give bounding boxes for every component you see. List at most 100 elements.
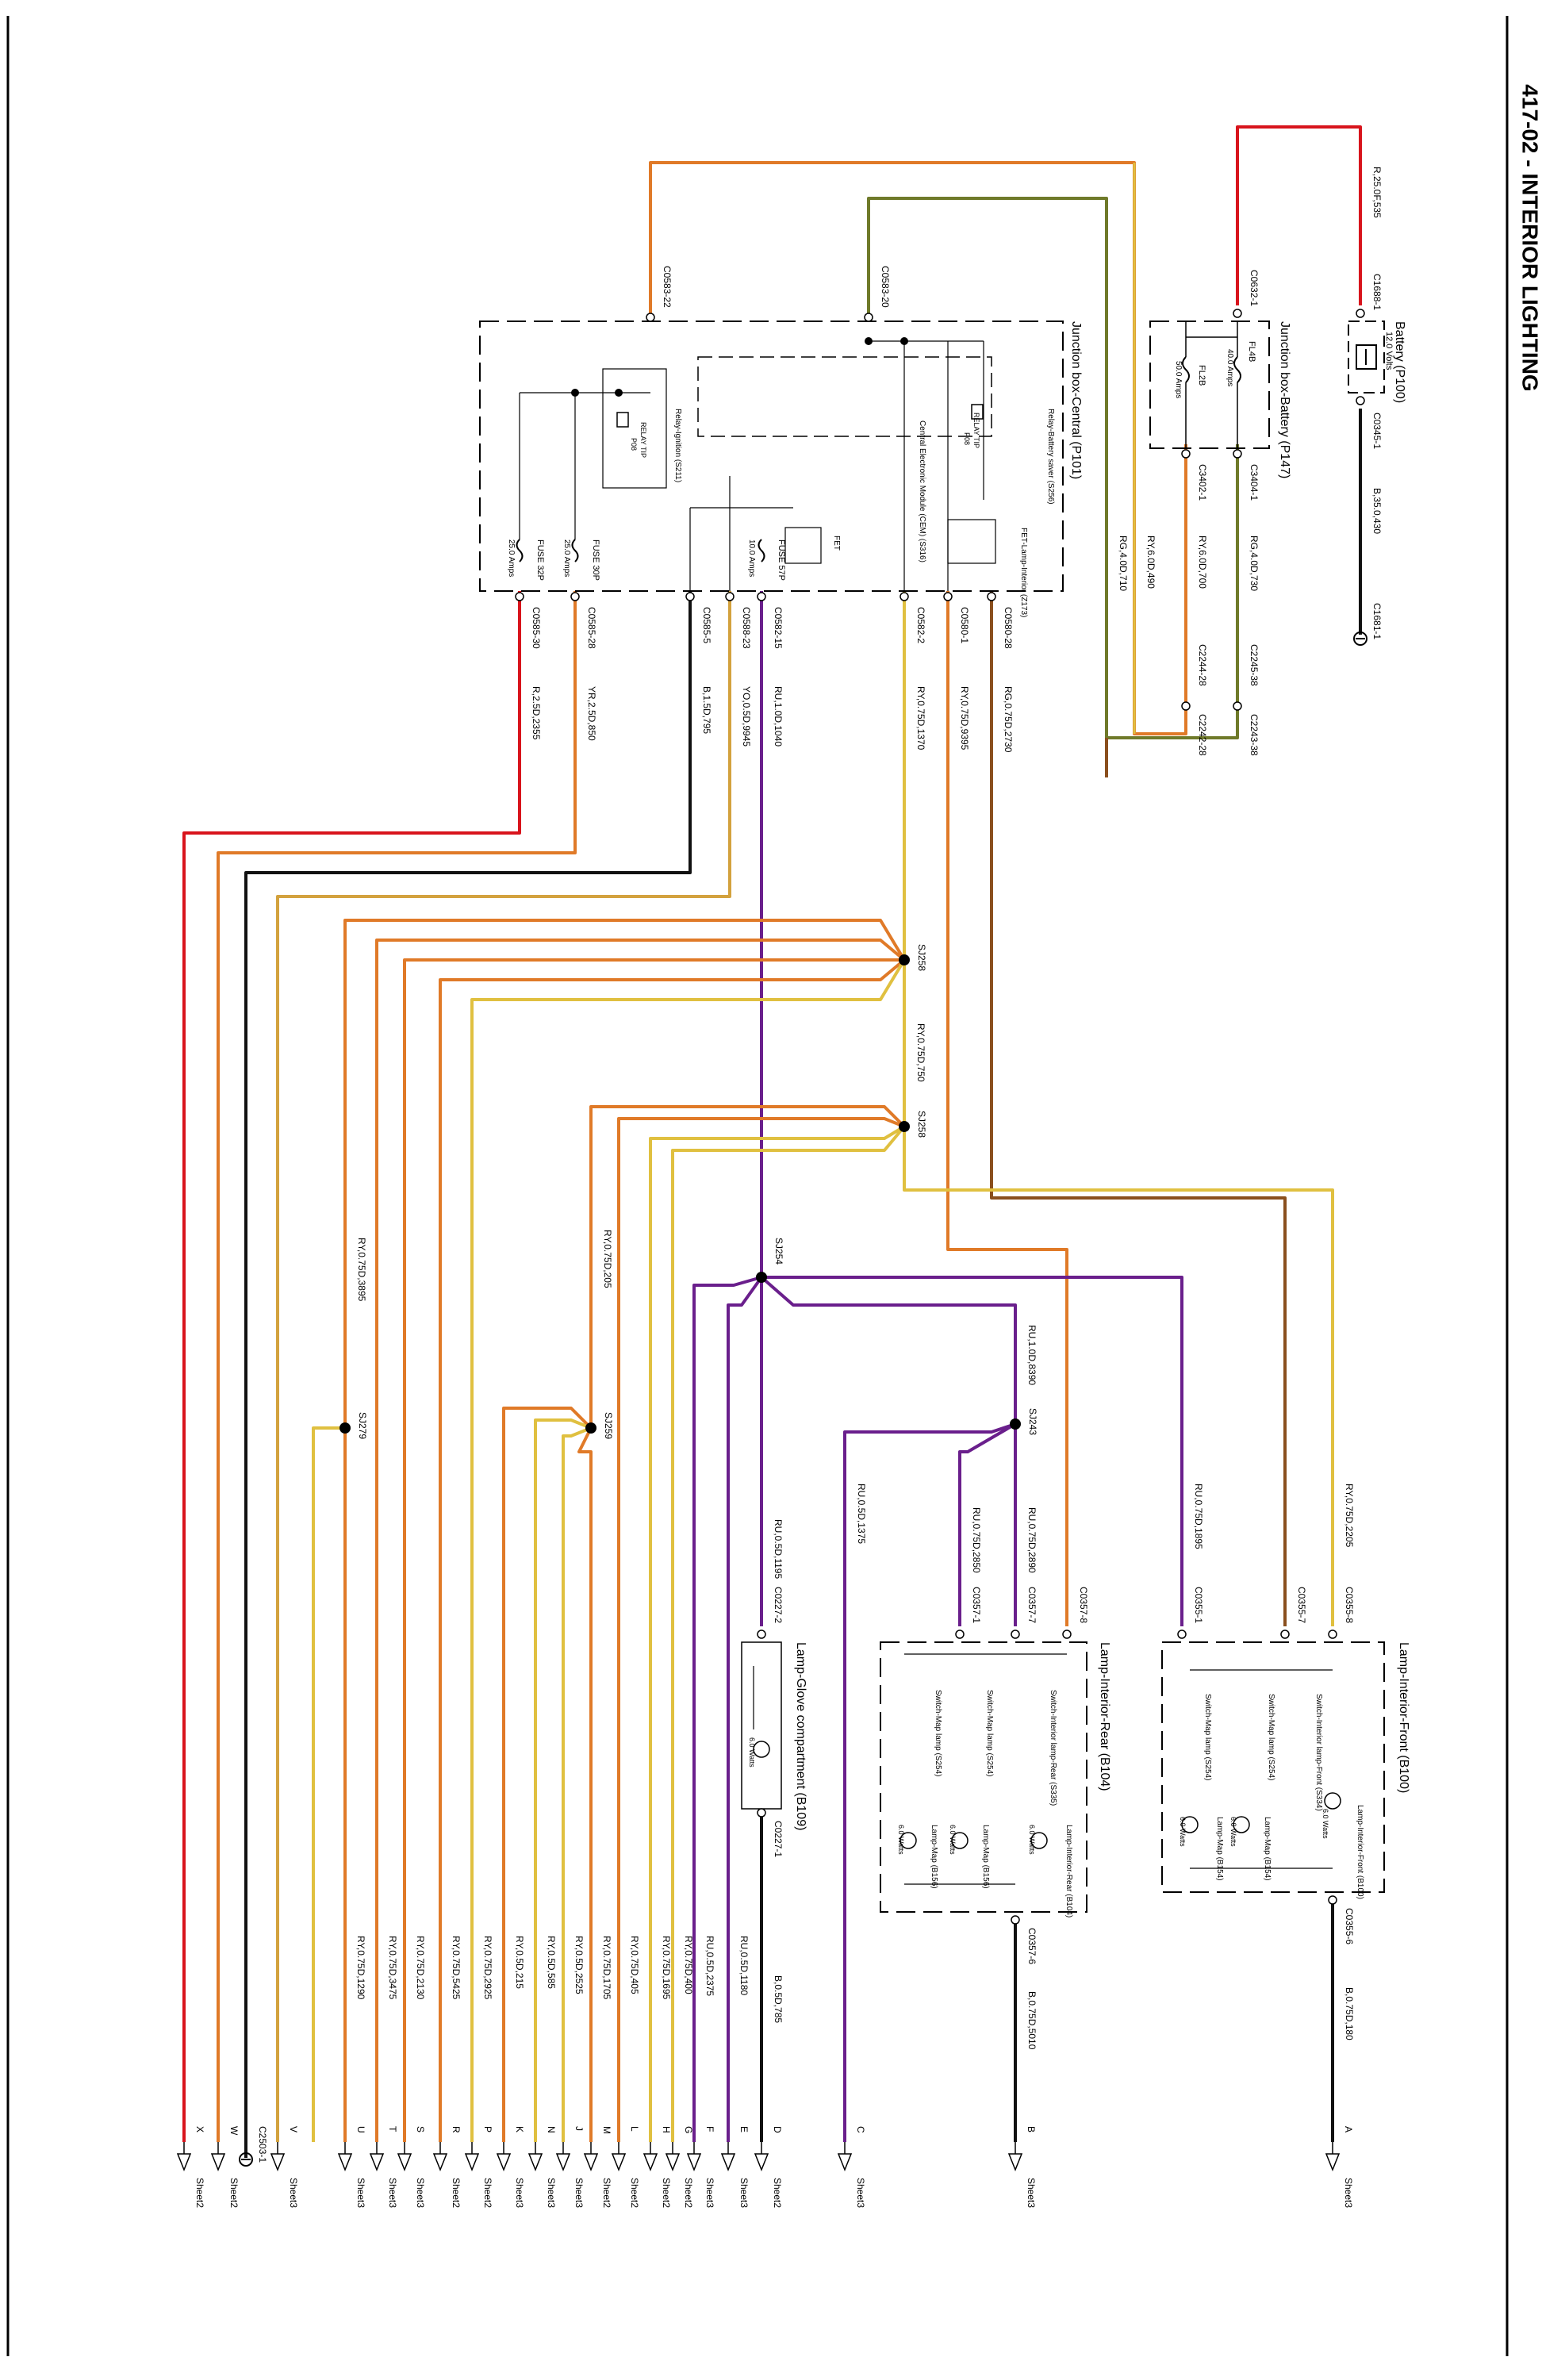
wire-ru8390: [760, 1276, 1017, 1424]
output-terminal-v: V Sheet3: [270, 2126, 299, 2208]
svg-text:Central Electronic Module (CEM: Central Electronic Module (CEM) (S316): [918, 420, 926, 562]
wire-yo9945: [276, 591, 731, 2142]
wire-ry1370: [903, 591, 1334, 1626]
svg-text:C0583-20: C0583-20: [880, 266, 891, 308]
terminal-wire-label: RY,0.75D,2925: [482, 1936, 493, 2000]
svg-text:Relay-Battery saver (S256): Relay-Battery saver (S256): [1046, 409, 1055, 505]
wire-sj258b-4: [671, 1125, 906, 2142]
svg-text:YO,0.5D,9945: YO,0.5D,9945: [741, 686, 752, 747]
terminal-arrow-icon: [686, 2153, 702, 2172]
terminal-wire-label: RY,0.75D,2130: [415, 1936, 426, 2000]
terminal-sheet-ref: Sheet2: [683, 2178, 694, 2208]
svg-text:Switch-Interior lamp-Front (S3: Switch-Interior lamp-Front (S334): [1314, 1694, 1323, 1811]
svg-text:B,0.75D,180: B,0.75D,180: [1344, 1987, 1355, 2040]
svg-text:R,25.0F,535: R,25.0F,535: [1371, 167, 1383, 218]
terminal-arrow-icon: [720, 2153, 736, 2172]
svg-text:C0355-6: C0355-6: [1344, 1908, 1355, 1944]
svg-text:Switch-Map lamp (S254): Switch-Map lamp (S254): [1267, 1694, 1275, 1780]
terminal-letter: E: [738, 2126, 750, 2132]
svg-text:Switch-Map lamp (S254): Switch-Map lamp (S254): [985, 1690, 994, 1776]
svg-text:C0345-1: C0345-1: [1371, 413, 1383, 449]
svg-text:RY,6.0D,700: RY,6.0D,700: [1197, 536, 1208, 589]
terminal-arrow-icon: [611, 2153, 627, 2172]
svg-text:Lamp-Map (B156): Lamp-Map (B156): [930, 1825, 938, 1889]
wire-sj254-e: [727, 1276, 763, 2142]
connector-c0582-15: [757, 592, 766, 601]
svg-text:C0355-8: C0355-8: [1344, 1587, 1355, 1623]
svg-text:C1688-1: C1688-1: [1371, 274, 1383, 310]
terminal-letter: N: [546, 2126, 557, 2133]
terminal-sheet-ref: Sheet3: [546, 2178, 557, 2208]
connector-c2242-28: [1181, 701, 1191, 711]
wire-ru1895: [761, 1276, 1183, 1626]
connector-c3402-1: [1181, 449, 1191, 459]
connector-c0585-28: [570, 592, 580, 601]
splice-sj254: [756, 1272, 767, 1283]
wire-ru2850: [958, 1422, 1017, 1626]
terminal-sheet-ref: Sheet3: [1026, 2178, 1037, 2208]
terminal-letter: A: [1343, 2126, 1354, 2132]
connector-c0227-1: [757, 1808, 766, 1818]
terminal-arrow-icon: [369, 2153, 385, 2172]
ground-c1681: [1353, 631, 1367, 646]
splice-sj258a: [899, 954, 910, 965]
output-terminal-e: E Sheet3 RU,0.5D,1180: [720, 1936, 750, 2208]
svg-text:Lamp-Map (B154): Lamp-Map (B154): [1215, 1817, 1224, 1881]
terminal-sheet-ref: Sheet2: [482, 2178, 493, 2208]
svg-text:RU,0.5D,1195: RU,0.5D,1195: [773, 1519, 784, 1579]
svg-text:RU,0.75D,2890: RU,0.75D,2890: [1026, 1507, 1038, 1573]
terminal-arrow-icon: [176, 2153, 192, 2172]
svg-text:C0357-1: C0357-1: [971, 1587, 982, 1623]
terminal-sheet-ref: Sheet2: [194, 2178, 205, 2208]
svg-text:B,35.0,430: B,35.0,430: [1371, 488, 1383, 534]
svg-text:SJ279: SJ279: [357, 1412, 368, 1439]
connector-c0582-2: [899, 592, 909, 601]
terminal-wire-label: RY,0.75D,1290: [355, 1936, 366, 2000]
terminal-sheet-ref: Sheet2: [629, 2178, 640, 2208]
terminal-wire-label: RY,0.5D,215: [514, 1936, 525, 1989]
wire-sj258b-2: [617, 1117, 905, 2142]
svg-text:RU,0.75D,1895: RU,0.75D,1895: [1193, 1484, 1204, 1549]
svg-text:FUSE 32P: FUSE 32P: [535, 539, 545, 581]
terminal-arrow-icon: [432, 2153, 448, 2172]
svg-text:SJ258: SJ258: [916, 1111, 927, 1138]
junction-box-central: Junction box-Central (P101) Relay-Batter…: [479, 321, 1083, 617]
terminal-sheet-ref: Sheet2: [451, 2178, 462, 2208]
svg-text:C0632-1: C0632-1: [1249, 270, 1260, 306]
lamp-interior-rear: Lamp-Interior-Rear (B104) Switch-Interio…: [880, 1641, 1111, 1917]
terminal-letter: V: [288, 2126, 299, 2132]
svg-text:Switch-Interior lamp-Rear (S33: Switch-Interior lamp-Rear (S335): [1049, 1690, 1057, 1806]
terminal-sheet-ref: Sheet3: [738, 2178, 750, 2208]
terminal-letter: U: [355, 2126, 366, 2133]
svg-text:C0580-28: C0580-28: [1003, 607, 1014, 649]
svg-text:C2242-28: C2242-28: [1197, 714, 1208, 756]
terminal-wire-label: RY,0.75D,405: [629, 1936, 640, 1994]
terminal-arrow-icon: [665, 2153, 681, 2172]
svg-text:C0227-2: C0227-2: [773, 1587, 784, 1623]
svg-text:50.0 Amps: 50.0 Amps: [1174, 361, 1183, 398]
terminal-arrow-icon: [642, 2153, 658, 2172]
svg-text:RELAY TIP: RELAY TIP: [972, 413, 980, 448]
terminal-letter: J: [573, 2126, 585, 2131]
terminal-arrow-icon: [754, 2153, 769, 2172]
svg-text:C0583-22: C0583-22: [662, 266, 673, 308]
terminal-sheet-ref: Sheet2: [661, 2178, 672, 2208]
terminal-letter: S: [415, 2126, 426, 2132]
connector-c0632-1: [1233, 309, 1242, 318]
svg-text:C0582-2: C0582-2: [915, 607, 926, 643]
svg-text:RY,0.75D,1370: RY,0.75D,1370: [915, 686, 926, 750]
svg-text:RU,0.5D,1375: RU,0.5D,1375: [856, 1484, 867, 1544]
connector-c0580-28: [987, 592, 996, 601]
svg-text:C0355-7: C0355-7: [1296, 1587, 1307, 1623]
jb-central-label: Junction box-Central (P101): [1069, 321, 1083, 479]
terminal-sheet-ref: Sheet3: [288, 2178, 299, 2208]
terminal-wire-label: RU,0.5D,1180: [738, 1936, 750, 1995]
wire-sj258b-1: [589, 1105, 906, 1428]
terminal-arrow-icon: [1325, 2153, 1341, 2172]
svg-text:SJ254: SJ254: [773, 1238, 784, 1265]
